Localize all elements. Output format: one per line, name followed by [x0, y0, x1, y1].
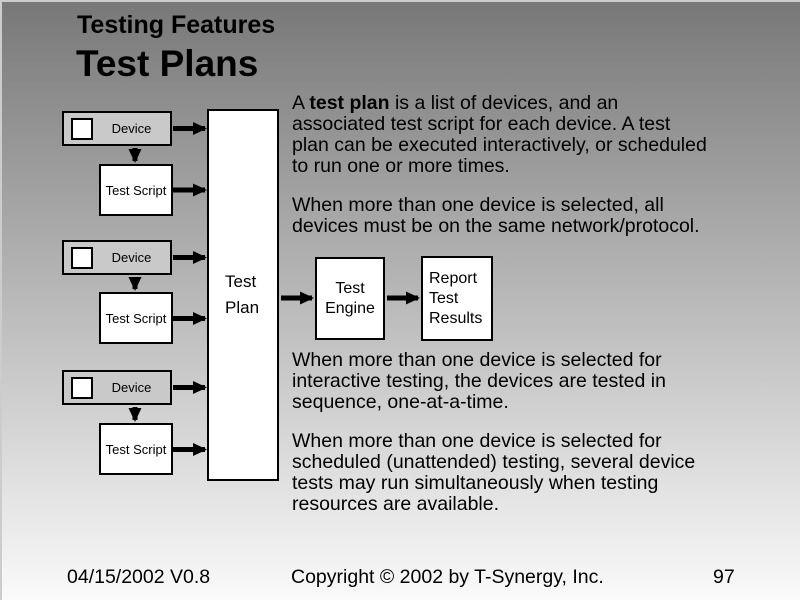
paragraph-interactive-testing: When more than one device is selected fo… — [292, 350, 666, 413]
test-plan-box: Test Plan — [207, 109, 279, 481]
paragraph-line: When more than one device is selected fo… — [292, 430, 662, 452]
test-script-box: Test Script — [99, 292, 173, 344]
paragraph-line: interactive testing, the devices are tes… — [292, 370, 666, 392]
device-box: Device — [62, 240, 172, 275]
paragraph-scheduled-testing: When more than one device is selected fo… — [292, 431, 695, 515]
checkbox-icon — [71, 117, 93, 140]
paragraph-test-plan-definition: A test plan is a list of devices, and an… — [292, 93, 707, 177]
paragraph-line: When more than one device is selected fo… — [292, 349, 662, 371]
device-box: Device — [62, 111, 172, 146]
test-script-box: Test Script — [99, 164, 173, 216]
paragraph-line: resources are available. — [292, 493, 500, 515]
device-label: Device — [111, 250, 152, 265]
device-box: Device — [62, 370, 172, 405]
footer-copyright: Copyright © 2002 by T-Synergy, Inc. — [291, 566, 604, 588]
paragraph-line: tests may run simultaneously when testin… — [292, 472, 659, 494]
device-label: Device — [111, 380, 152, 395]
paragraph-line: sequence, one-at-a-time. — [292, 391, 509, 413]
test-engine-box: Test Engine — [315, 257, 385, 340]
paragraph-line: A test plan is a list of devices, and an — [292, 92, 619, 114]
footer-page-number: 97 — [713, 566, 735, 588]
footer-date-version: 04/15/2002 V0.8 — [67, 566, 211, 588]
checkbox-icon — [71, 246, 93, 269]
paragraph-line: scheduled (unattended) testing, several … — [292, 451, 696, 473]
checkbox-icon — [71, 376, 93, 399]
paragraph-line: devices must be on the same network/prot… — [292, 215, 700, 237]
page-title: Test Plans — [76, 43, 259, 84]
paragraph-line: plan can be executed interactively, or s… — [292, 134, 707, 156]
device-label: Device — [111, 121, 152, 136]
bold-term: test plan — [309, 92, 390, 114]
paragraph-same-network: When more than one device is selected, a… — [292, 195, 700, 237]
report-results-box: Report Test Results — [421, 256, 493, 341]
test-script-box: Test Script — [99, 423, 173, 475]
slide-kicker: Testing Features — [77, 11, 276, 39]
paragraph-line: associated test script for each device. … — [292, 113, 671, 135]
paragraph-line: When more than one device is selected, a… — [292, 194, 664, 216]
paragraph-line: to run one or more times. — [292, 155, 510, 177]
